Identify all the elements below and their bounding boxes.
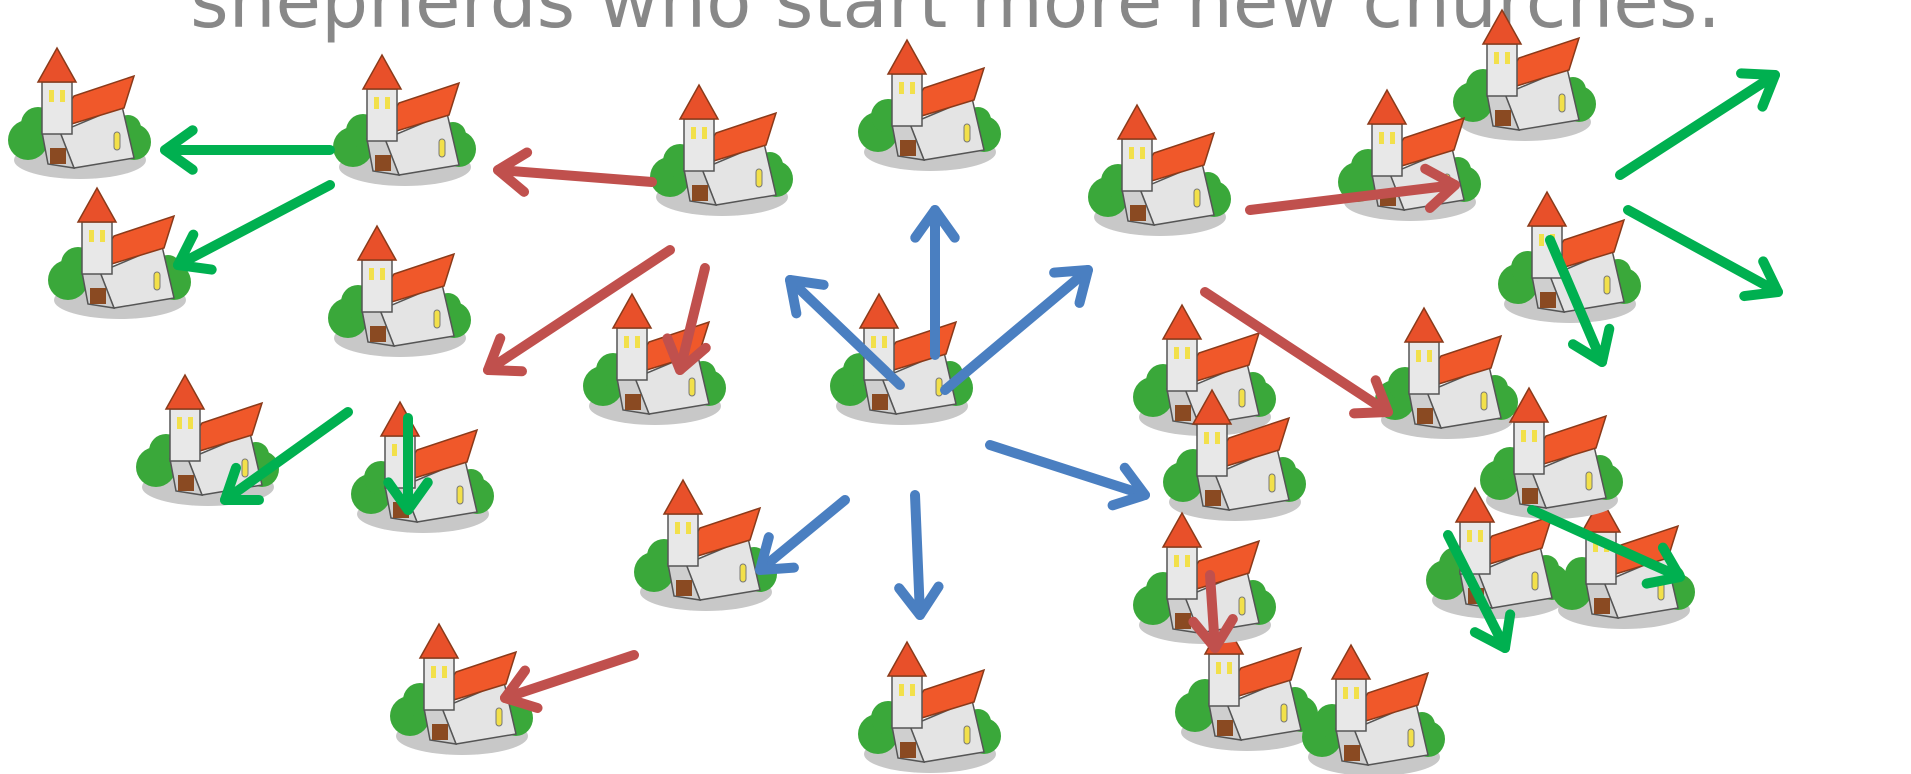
church-icon	[47, 187, 192, 320]
arrow-icon	[894, 490, 944, 620]
arrow-icon	[173, 180, 335, 275]
arrow-icon	[662, 263, 711, 375]
arrow-icon	[1545, 235, 1615, 367]
arrow-icon	[383, 413, 433, 515]
arrow-icon	[1245, 163, 1460, 215]
church-icon	[327, 225, 472, 358]
church-icon	[350, 401, 495, 534]
church-icon	[7, 47, 152, 180]
caption-text: shepherds who start more new churches.	[190, 0, 1721, 45]
church-icon	[857, 641, 1002, 774]
church-icon	[829, 293, 974, 426]
arrow-icon	[1615, 68, 1780, 180]
arrow-icon	[1443, 530, 1516, 653]
arrow-icon	[493, 147, 657, 197]
arrow-icon	[755, 495, 850, 575]
arrow-icon	[220, 407, 353, 505]
church-icon	[1301, 644, 1446, 774]
church-icon	[1497, 191, 1642, 324]
church-icon	[1452, 9, 1597, 142]
church-icon	[1132, 512, 1277, 645]
church-icon	[649, 84, 794, 217]
arrow-icon	[940, 265, 1093, 395]
arrow-icon	[483, 245, 675, 377]
church-icon	[1087, 104, 1232, 237]
arrow-icon	[1623, 205, 1783, 302]
church-icon	[633, 479, 778, 612]
arrow-icon	[1188, 570, 1238, 653]
arrow-icon	[1200, 287, 1393, 419]
church-icon	[857, 39, 1002, 172]
church-icon	[582, 293, 727, 426]
arrow-icon	[1527, 505, 1685, 589]
church-icon	[1374, 307, 1519, 440]
arrow-icon	[985, 440, 1150, 511]
arrow-icon	[500, 650, 639, 713]
church-icon	[135, 374, 280, 507]
arrow-icon	[910, 205, 960, 360]
arrow-icon	[785, 275, 905, 390]
arrow-icon	[160, 125, 335, 175]
church-icon	[332, 54, 477, 187]
